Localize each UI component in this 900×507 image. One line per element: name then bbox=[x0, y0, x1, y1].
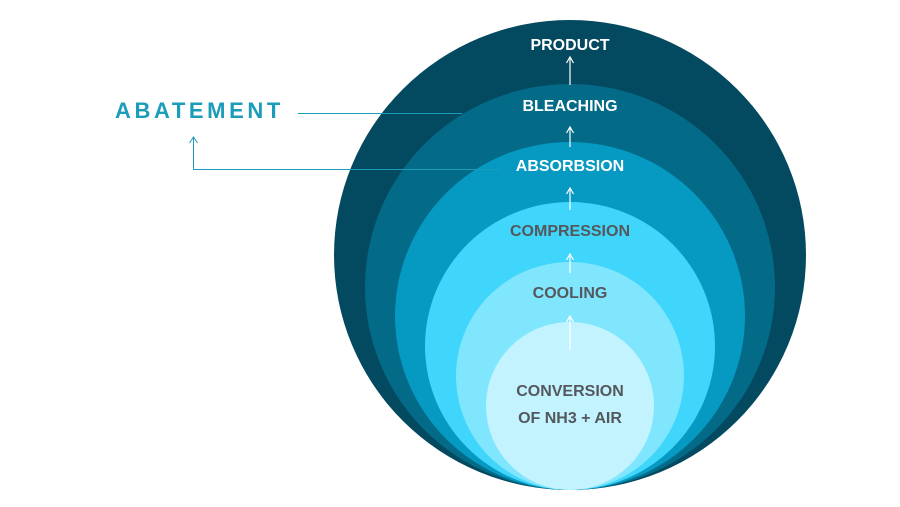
layer-label-compression: COMPRESSION bbox=[509, 223, 630, 240]
layer-label-cooling: COOLING bbox=[532, 285, 608, 302]
layer-label-conversion-line2: OF NH3 + AIR bbox=[518, 410, 622, 427]
layer-label-bleaching: BLEACHING bbox=[522, 98, 618, 115]
arrow-up-icon bbox=[565, 125, 575, 147]
layer-label-absorbsion: ABSORBSION bbox=[515, 158, 625, 175]
abatement-callout-label: ABATEMENT bbox=[115, 98, 284, 123]
connector-absorbsion bbox=[193, 138, 500, 170]
flow-arrows bbox=[565, 55, 575, 350]
layer-conversion-core bbox=[486, 322, 654, 490]
arrow-up-icon bbox=[565, 252, 575, 273]
layer-label-product: PRODUCT bbox=[530, 37, 610, 54]
abatement-connectors bbox=[189, 113, 500, 170]
arrow-up-icon bbox=[565, 55, 575, 85]
layer-label-conversion-line1: CONVERSION bbox=[516, 383, 624, 400]
arrow-up-icon bbox=[565, 186, 575, 210]
connector-arrowhead-icon bbox=[189, 136, 198, 144]
arrow-up-icon bbox=[565, 314, 575, 350]
